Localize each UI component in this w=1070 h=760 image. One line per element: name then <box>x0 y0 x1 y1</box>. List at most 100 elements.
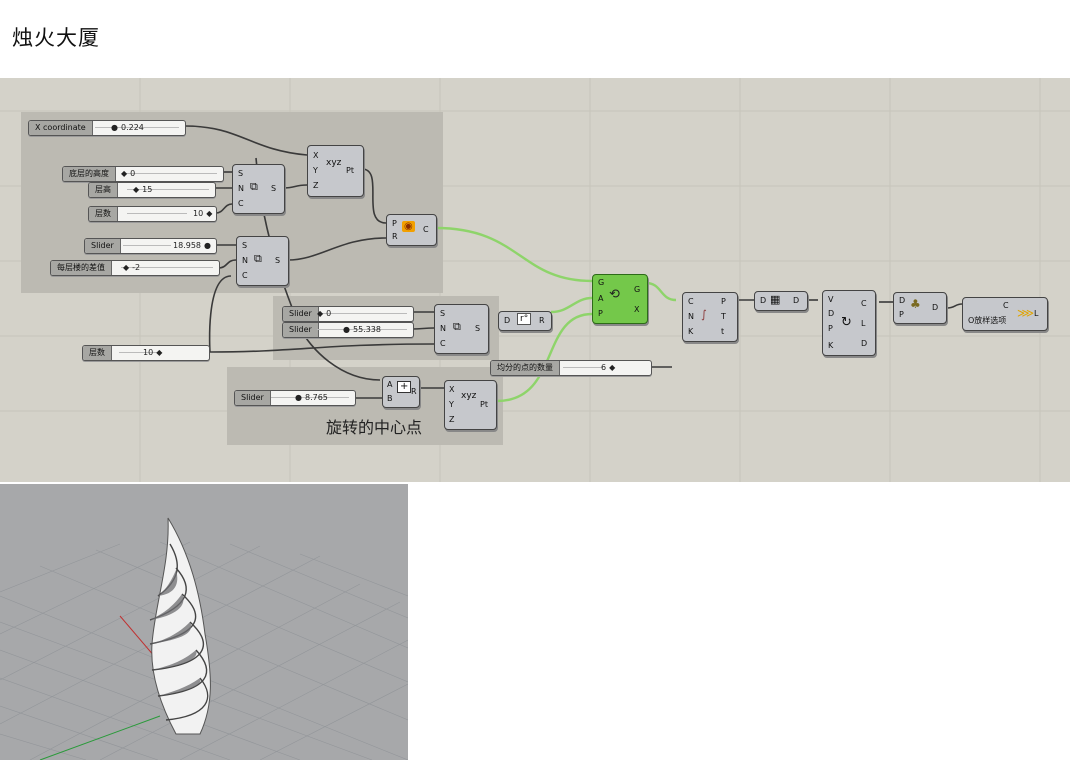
slider-knob-icon[interactable]: ◆ <box>123 263 130 272</box>
radians-component[interactable]: D r° R <box>498 311 552 331</box>
port-y[interactable]: Y <box>449 400 454 409</box>
port-s[interactable]: S <box>440 309 446 318</box>
port-y[interactable]: Y <box>313 166 318 175</box>
port-c[interactable]: C <box>440 339 446 348</box>
port-p[interactable]: P <box>828 324 833 333</box>
slider-track[interactable] <box>563 367 603 368</box>
slider-track[interactable] <box>317 329 407 330</box>
port-n[interactable]: N <box>440 324 446 333</box>
port-x[interactable]: X <box>313 151 319 160</box>
slider-track[interactable] <box>127 213 187 214</box>
divide-curve-component[interactable]: C N K ∫ P T t <box>682 292 738 342</box>
slider-knob-icon[interactable]: ● <box>343 325 350 334</box>
port-x[interactable]: X <box>449 385 455 394</box>
port-d-out[interactable]: D <box>793 296 800 305</box>
floor-count-slider[interactable]: 层数 10◆ <box>88 206 217 222</box>
slider-knob-icon[interactable]: ● <box>204 241 211 250</box>
loft-component[interactable]: C O放样选项 ⋙ L <box>962 297 1048 331</box>
slider-track[interactable] <box>123 173 217 174</box>
circle-component[interactable]: P R ◉ C <box>386 214 437 246</box>
port-r-out[interactable]: R <box>539 316 545 325</box>
port-r-out[interactable]: R <box>411 387 417 396</box>
slider-track[interactable] <box>119 352 159 353</box>
angle-step-slider[interactable]: Slider ●55.338 <box>282 322 414 338</box>
construct-point-component[interactable]: X Y Z xyz Pt <box>307 145 364 197</box>
port-d-out[interactable]: D <box>932 303 939 312</box>
port-c[interactable]: C <box>1003 301 1009 310</box>
divide-count-slider[interactable]: 均分的点的数量 6◆ <box>490 360 652 376</box>
port-s-out[interactable]: S <box>275 256 281 265</box>
angle-start-slider[interactable]: Slider ◆0 <box>282 306 414 322</box>
port-n[interactable]: N <box>238 184 244 193</box>
construct-point-component[interactable]: X Y Z xyz Pt <box>444 380 497 430</box>
port-n[interactable]: N <box>688 312 694 321</box>
slider-knob-icon[interactable]: ◆ <box>156 348 163 357</box>
port-g-out[interactable]: G <box>634 285 641 294</box>
base-height-slider[interactable]: 底层的高度 ◆0 <box>62 166 224 182</box>
floor-diff-slider[interactable]: 每层楼的差值 ◆-2 <box>50 260 220 276</box>
port-r[interactable]: R <box>392 232 398 241</box>
slider-knob-icon[interactable]: ● <box>295 393 302 402</box>
port-n[interactable]: N <box>242 256 248 265</box>
port-pt[interactable]: Pt <box>346 166 354 175</box>
port-c[interactable]: C <box>238 199 244 208</box>
port-k[interactable]: K <box>688 327 694 336</box>
grasshopper-canvas[interactable]: 旋转的中心点 <box>0 78 1070 482</box>
slider-track[interactable] <box>271 397 349 398</box>
floor-count-slider-2[interactable]: 层数 10◆ <box>82 345 210 361</box>
slider-knob-icon[interactable]: ◆ <box>121 169 128 178</box>
port-p[interactable]: P <box>392 219 397 228</box>
port-d[interactable]: D <box>899 296 906 305</box>
port-g[interactable]: G <box>598 278 605 287</box>
interpolate-curve-component[interactable]: V D P K ↻ C L D <box>822 290 876 356</box>
series-component[interactable]: S N C ⧉ S <box>236 236 289 286</box>
rotation-slider[interactable]: Slider 18.958● <box>84 238 217 254</box>
port-pt[interactable]: Pt <box>480 400 488 409</box>
slider-track[interactable] <box>317 313 407 314</box>
port-t-param-out[interactable]: t <box>721 327 725 336</box>
slider-knob-icon[interactable]: ● <box>111 123 118 132</box>
rotate-component[interactable]: G A P ⟲ G X <box>592 274 648 324</box>
port-l-out[interactable]: L <box>861 319 866 328</box>
port-a[interactable]: A <box>387 380 393 389</box>
slider-track[interactable] <box>95 127 179 128</box>
slider-track[interactable] <box>121 267 213 268</box>
port-c[interactable]: C <box>688 297 694 306</box>
port-x-out[interactable]: X <box>634 305 640 314</box>
port-c[interactable]: C <box>242 271 248 280</box>
slider-knob-icon[interactable]: ◆ <box>609 363 616 372</box>
port-s[interactable]: S <box>242 241 248 250</box>
port-c-out[interactable]: C <box>861 299 867 308</box>
port-l-out[interactable]: L <box>1034 309 1039 318</box>
port-loft-options[interactable]: O放样选项 <box>968 316 1007 325</box>
port-z[interactable]: Z <box>313 181 319 190</box>
x-coordinate-slider[interactable]: X coordinate ●0.224 <box>28 120 186 136</box>
port-c-out[interactable]: C <box>423 225 429 234</box>
port-b[interactable]: B <box>387 394 393 403</box>
addition-component[interactable]: A B + R <box>382 376 420 408</box>
floor-height-slider[interactable]: 层高 ◆15 <box>88 182 216 198</box>
series-component[interactable]: S N C ⧉ S <box>232 164 285 214</box>
port-v[interactable]: V <box>828 295 834 304</box>
port-s-out[interactable]: S <box>475 324 481 333</box>
port-s-out[interactable]: S <box>271 184 277 193</box>
slider-knob-icon[interactable]: ◆ <box>133 185 140 194</box>
port-s[interactable]: S <box>238 169 244 178</box>
port-d-out[interactable]: D <box>861 339 868 348</box>
slider-knob-icon[interactable]: ◆ <box>206 209 213 218</box>
port-a[interactable]: A <box>598 294 604 303</box>
port-z[interactable]: Z <box>449 415 455 424</box>
port-t-out[interactable]: T <box>721 312 726 321</box>
flip-matrix-component[interactable]: D ▦ D <box>754 291 808 311</box>
port-d[interactable]: D <box>828 309 835 318</box>
slider-track[interactable] <box>123 245 171 246</box>
rhino-viewport[interactable] <box>0 484 408 760</box>
port-d[interactable]: D <box>760 296 767 305</box>
graft-component[interactable]: D P ♣ D <box>893 292 947 324</box>
port-k[interactable]: K <box>828 341 834 350</box>
center-offset-slider[interactable]: Slider ●8.765 <box>234 390 356 406</box>
series-component[interactable]: S N C ⧉ S <box>434 304 489 354</box>
port-p[interactable]: P <box>899 310 904 319</box>
slider-knob-icon[interactable]: ◆ <box>317 309 324 318</box>
port-d[interactable]: D <box>504 316 511 325</box>
